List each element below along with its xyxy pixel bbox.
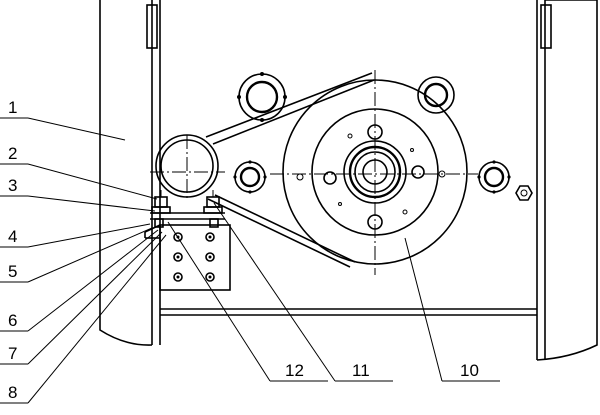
- label-7: 7: [8, 344, 18, 363]
- leader-lines: [0, 117, 500, 404]
- label-8: 8: [8, 383, 18, 402]
- drive-pulley: [150, 134, 225, 200]
- right-side-bearing: [477, 160, 511, 194]
- label-10: 10: [460, 361, 479, 380]
- label-6: 6: [8, 311, 18, 330]
- left-frame-plate: [99, 0, 161, 346]
- left-side-bearing: [233, 160, 267, 194]
- drive-belt: [205, 72, 375, 268]
- right-frame-plate: [536, 0, 598, 361]
- upper-left-bearing: [237, 72, 287, 122]
- upper-right-idler: [417, 76, 455, 114]
- label-2: 2: [8, 144, 18, 163]
- frame-cross-members: [160, 308, 537, 316]
- motor-mount: [150, 190, 225, 228]
- label-4: 4: [8, 227, 18, 246]
- mounting-bracket: [144, 224, 231, 291]
- label-11: 11: [352, 361, 370, 380]
- hex-nut: [515, 185, 533, 201]
- label-5: 5: [8, 262, 18, 281]
- label-3: 3: [8, 176, 18, 195]
- label-12: 12: [285, 361, 304, 380]
- large-wheel: [270, 70, 478, 275]
- label-1: 1: [8, 98, 18, 117]
